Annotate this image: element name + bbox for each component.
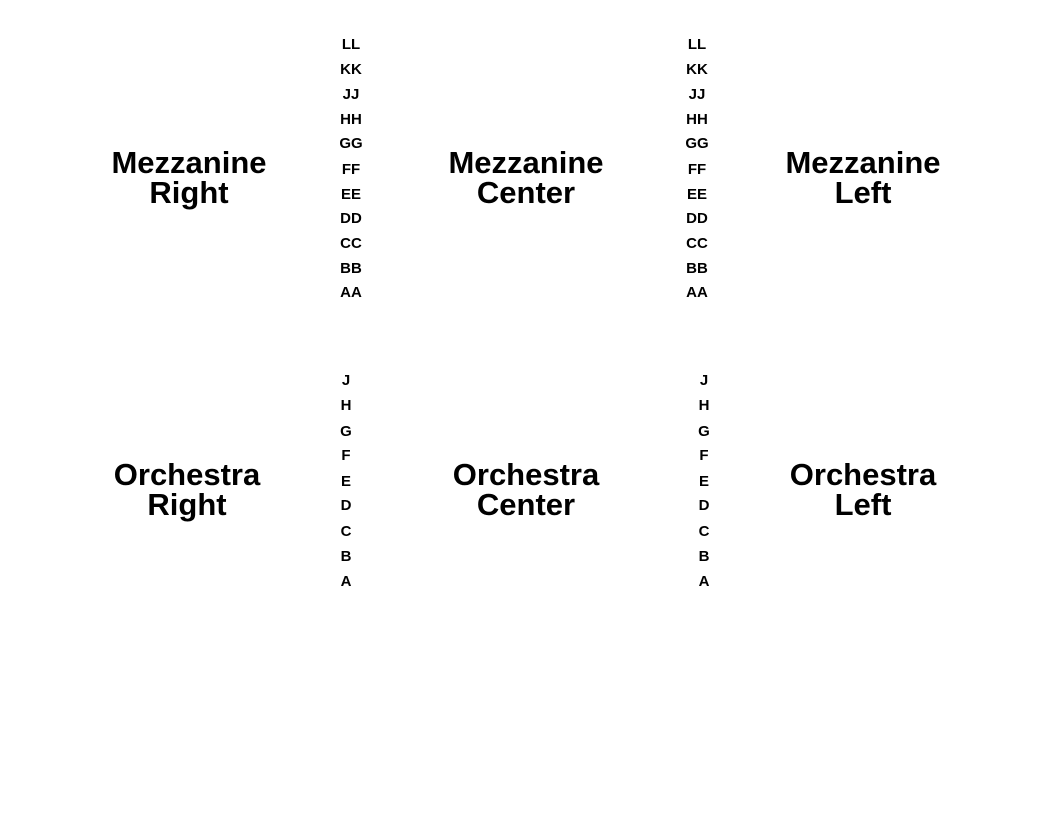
row-label: E	[698, 473, 709, 490]
row-label: FF	[687, 161, 707, 178]
row-label: HH	[340, 111, 362, 128]
row-label: KK	[340, 61, 362, 78]
row-label: GG	[685, 135, 709, 152]
row-label: E	[340, 473, 351, 490]
row-label: HH	[686, 111, 708, 128]
row-label: LL	[687, 36, 707, 53]
section-mezzanine-left: Mezzanine Left	[753, 145, 973, 210]
row-label: H	[340, 397, 352, 414]
row-label: H	[698, 397, 710, 414]
row-label: KK	[686, 61, 708, 78]
row-label: CC	[340, 235, 362, 252]
row-label: LL	[341, 36, 361, 53]
section-name: Orchestra	[113, 457, 261, 492]
row-label: CC	[686, 235, 708, 252]
row-label: B	[340, 548, 352, 565]
row-label: G	[340, 423, 352, 440]
row-label: EE	[686, 186, 707, 203]
row-label: EE	[340, 186, 361, 203]
section-orchestra-right: Orchestra Right	[77, 457, 297, 522]
row-label: J	[341, 372, 351, 389]
row-label: D	[698, 497, 710, 514]
row-label: DD	[340, 210, 362, 227]
row-label: D	[340, 497, 352, 514]
section-mezzanine-center: Mezzanine Center	[416, 145, 636, 210]
row-label: GG	[339, 135, 363, 152]
row-label: AA	[340, 284, 362, 301]
row-label: C	[340, 523, 352, 540]
section-side: Right	[147, 487, 227, 522]
row-label: A	[340, 573, 352, 590]
row-label: DD	[686, 210, 708, 227]
section-name: Orchestra	[452, 457, 600, 492]
section-name: Orchestra	[789, 457, 937, 492]
section-side: Center	[476, 175, 576, 210]
row-label: C	[698, 523, 710, 540]
row-label: F	[699, 447, 709, 464]
row-label: JJ	[688, 86, 706, 103]
row-label: A	[698, 573, 710, 590]
row-label: J	[699, 372, 709, 389]
section-orchestra-center: Orchestra Center	[416, 457, 636, 522]
row-label: BB	[686, 260, 708, 277]
section-mezzanine-right: Mezzanine Right	[79, 145, 299, 210]
row-label: FF	[341, 161, 361, 178]
section-orchestra-left: Orchestra Left	[753, 457, 973, 522]
section-side: Right	[149, 175, 229, 210]
section-name: Mezzanine	[111, 145, 267, 180]
row-label: JJ	[342, 86, 360, 103]
section-side: Left	[834, 487, 892, 522]
section-side: Center	[476, 487, 576, 522]
row-label: G	[698, 423, 710, 440]
row-label: B	[698, 548, 710, 565]
row-label: F	[341, 447, 351, 464]
row-label: AA	[686, 284, 708, 301]
section-side: Left	[834, 175, 892, 210]
row-label: BB	[340, 260, 362, 277]
section-name: Mezzanine	[448, 145, 604, 180]
section-name: Mezzanine	[785, 145, 941, 180]
